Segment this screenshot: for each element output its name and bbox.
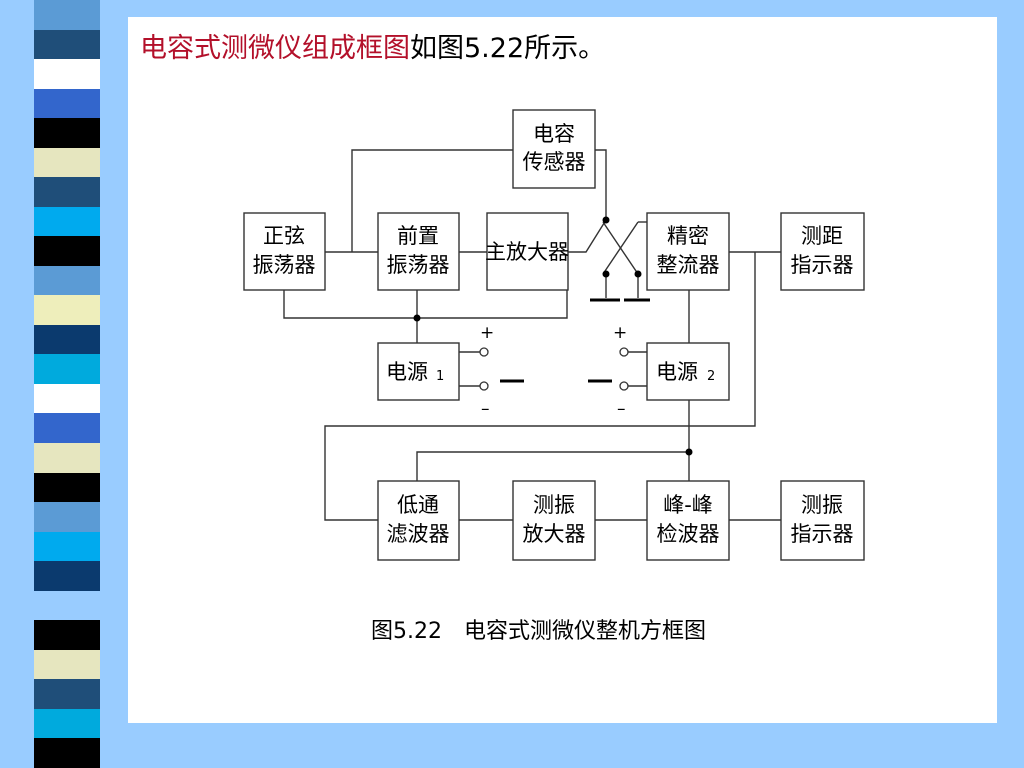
psu1-minus-sign: – [481, 399, 490, 419]
psu2-plus-sign: + [613, 323, 627, 343]
stripe-segment [34, 236, 100, 266]
heading-rest: 如图5.22所示。 [410, 33, 606, 64]
figure-caption: 图5.22 电容式测微仪整机方框图 [371, 619, 706, 644]
block-psu1-label: 电源 [386, 360, 428, 384]
block-pre-oscillator: 前置 振荡器 [377, 212, 460, 291]
block-rect-line1: 精密 [667, 224, 709, 248]
block-lowpass-filter: 低通 滤波器 [377, 480, 460, 561]
block-sine-oscillator: 正弦 振荡器 [243, 212, 326, 291]
stripe-segment [34, 413, 100, 443]
block-power-supply-2: 电源 2 [646, 342, 730, 401]
block-main-amp-label: 主放大器 [485, 240, 569, 264]
block-lowpass-line2: 滤波器 [387, 522, 450, 546]
stripe-segment [34, 738, 100, 768]
block-range-ind-line1: 测距 [801, 224, 843, 248]
block-pre-osc-line2: 振荡器 [387, 253, 450, 277]
stripe-segment [34, 383, 100, 414]
stripe-segment [34, 88, 100, 119]
stripe-segment [34, 502, 100, 532]
block-rect-line2: 整流器 [657, 253, 720, 277]
block-peak-det-line1: 峰-峰 [663, 493, 713, 517]
block-sensor: 电容 传感器 [512, 109, 596, 189]
stripe-segment [34, 590, 100, 621]
block-precision-rectifier: 精密 整流器 [646, 212, 730, 291]
block-psu2-label: 电源 [656, 360, 698, 384]
stripe-segment [34, 679, 100, 709]
stripe-segment [34, 620, 100, 650]
stripe-segment [34, 472, 100, 503]
psu1-plus-sign: + [480, 323, 494, 343]
block-psu2-number: 2 [707, 369, 715, 384]
stripe-segment [34, 324, 100, 355]
decorative-stripe [34, 0, 100, 768]
block-pre-osc-line1: 前置 [397, 224, 439, 248]
stripe-segment [34, 708, 100, 739]
stripe-segment [34, 147, 100, 178]
psu2-minus-sign: – [617, 399, 626, 419]
block-range-indicator: 测距 指示器 [780, 212, 865, 291]
block-vibration-amplifier: 测振 放大器 [512, 480, 596, 561]
block-main-amplifier: 主放大器 [485, 212, 569, 291]
block-peak-det-line2: 检波器 [657, 522, 720, 546]
stripe-segment [34, 354, 100, 384]
block-vib-ind-line1: 测振 [801, 493, 843, 517]
diagram-wires [283, 149, 781, 521]
stripe-segment [34, 649, 100, 680]
stripe-segment [34, 295, 100, 325]
block-sensor-line2: 传感器 [523, 150, 586, 174]
block-peak-detector: 峰-峰 检波器 [646, 480, 730, 561]
block-vibration-indicator: 测振 指示器 [780, 480, 865, 561]
stripe-segment [34, 59, 100, 89]
stripe-segment [34, 561, 100, 591]
block-vib-amp-line2: 放大器 [523, 522, 586, 546]
block-vib-amp-line1: 测振 [533, 493, 575, 517]
power-terminals: + – + – [479, 323, 629, 419]
block-power-supply-1: 电源 1 [377, 342, 460, 401]
stripe-segment [34, 206, 100, 237]
block-sine-osc-line1: 正弦 [263, 224, 305, 248]
block-vib-ind-line2: 指示器 [791, 522, 854, 546]
stripe-segment [34, 177, 100, 207]
stripe-segment [34, 29, 100, 60]
block-sine-osc-line2: 振荡器 [253, 253, 316, 277]
slide-heading: 电容式测微仪组成框图如图5.22所示。 [140, 26, 605, 65]
stripe-segment [34, 118, 100, 148]
block-psu1-number: 1 [436, 369, 444, 384]
stripe-segment [34, 0, 100, 30]
block-sensor-line1: 电容 [533, 122, 575, 146]
stripe-segment [34, 531, 100, 562]
block-lowpass-line1: 低通 [397, 493, 439, 517]
stripe-segment [34, 265, 100, 296]
block-range-ind-line2: 指示器 [791, 253, 854, 277]
junction-dots [413, 216, 693, 456]
heading-highlight: 电容式测微仪组成框图 [140, 33, 410, 64]
stripe-segment [34, 442, 100, 473]
